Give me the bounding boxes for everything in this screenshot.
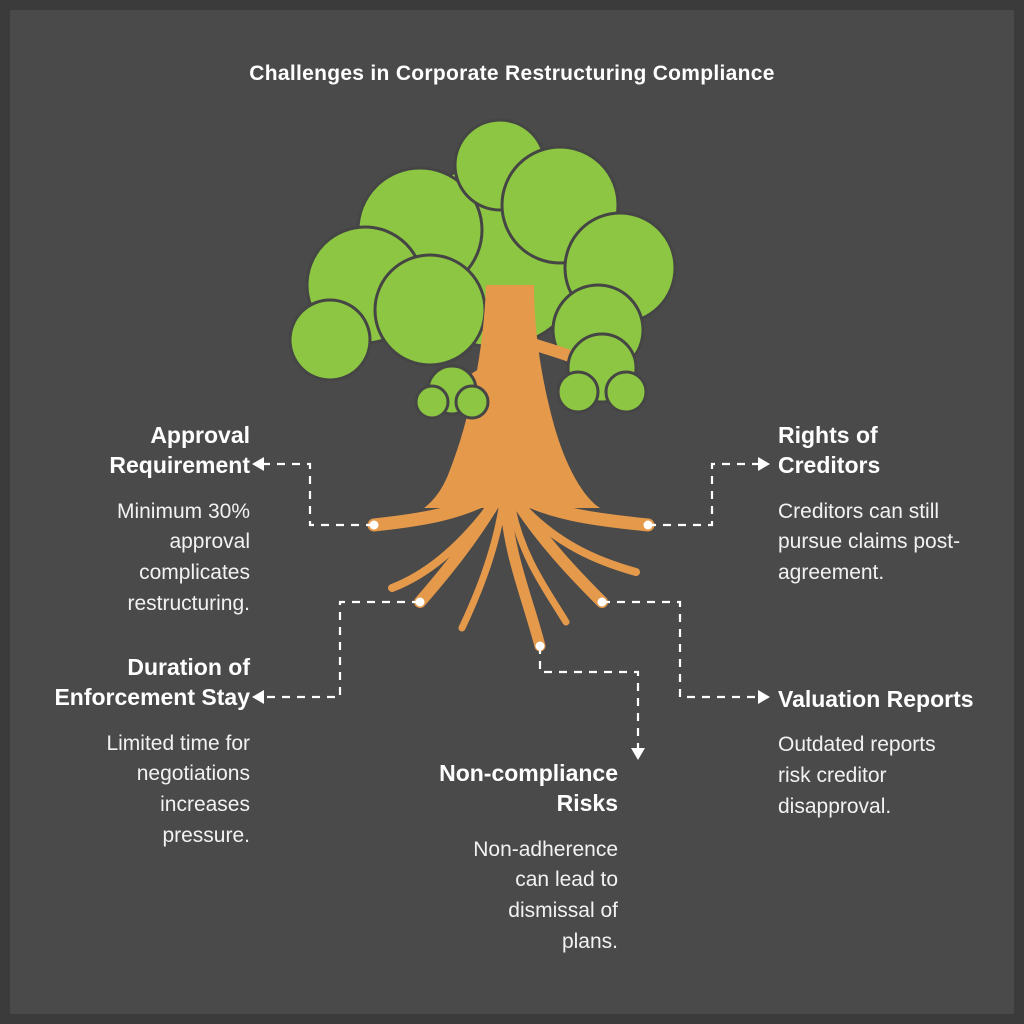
connector-noncompliance bbox=[538, 646, 640, 748]
connector-rights bbox=[648, 462, 758, 527]
connector-arrowheads bbox=[252, 457, 770, 760]
callout-duration-body: Limited time for negotiations increases … bbox=[106, 731, 250, 847]
callout-noncompliance-heading: Non-compliance Risks bbox=[439, 760, 618, 817]
callout-rights-body: Creditors can still pursue claims post-a… bbox=[778, 499, 961, 585]
callout-duration-of-enforcement-stay: Duration of Enforcement Stay Limited tim… bbox=[28, 652, 250, 851]
tree-canopy bbox=[288, 118, 677, 382]
callout-rights-heading: Rights of Creditors bbox=[778, 422, 881, 479]
callout-noncompliance-risks: Non-compliance Risks Non-adherence can l… bbox=[428, 758, 618, 957]
callout-valuation-reports: Valuation Reports Outdated reports risk … bbox=[778, 684, 983, 822]
callout-approval-heading: Approval Requirement bbox=[109, 422, 250, 479]
callout-noncompliance-body: Non-adherence can lead to dismissal of p… bbox=[473, 837, 618, 953]
connector-valuation bbox=[602, 600, 758, 699]
callout-duration-heading: Duration of Enforcement Stay bbox=[54, 654, 250, 711]
callout-approval-body: Minimum 30% approval complicates restruc… bbox=[116, 499, 250, 615]
page-title: Challenges in Corporate Restructuring Co… bbox=[249, 62, 775, 85]
callout-rights-of-creditors: Rights of Creditors Creditors can still … bbox=[778, 420, 983, 589]
connector-dots bbox=[369, 520, 653, 651]
callout-valuation-body: Outdated reports risk creditor disapprov… bbox=[778, 733, 936, 818]
connector-lines bbox=[264, 462, 758, 748]
callout-approval-requirement: Approval Requirement Minimum 30% approva… bbox=[58, 420, 250, 619]
callout-valuation-heading: Valuation Reports bbox=[778, 686, 974, 712]
connector-approval bbox=[264, 462, 374, 527]
connector-duration bbox=[264, 600, 420, 699]
tree-leaf-tufts bbox=[414, 332, 648, 420]
